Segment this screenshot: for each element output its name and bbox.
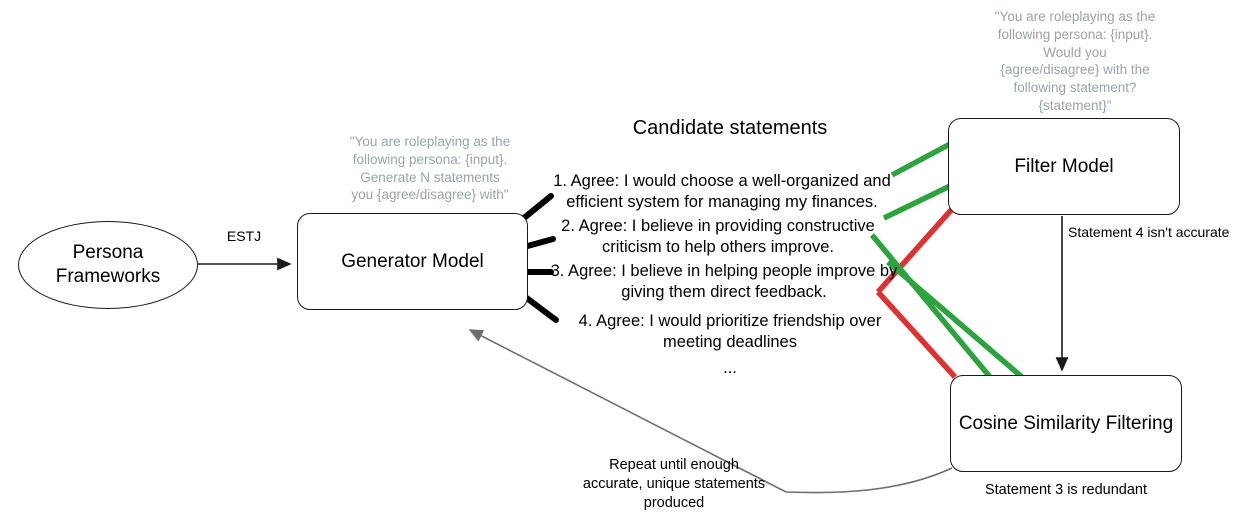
rejected-statement-links bbox=[875, 207, 958, 379]
candidate-statement-2: 2. Agree: I believe in providing constru… bbox=[561, 217, 875, 257]
green-link-4 bbox=[886, 259, 1024, 380]
edge-label-estj: ESTJ bbox=[226, 228, 262, 244]
feedback-loop-label: Repeat until enough accurate, unique sta… bbox=[582, 457, 766, 511]
spoke-statement-4 bbox=[521, 293, 559, 323]
node-persona-frameworks[interactable]: Persona Frameworks bbox=[18, 221, 198, 309]
green-link-1 bbox=[890, 141, 952, 178]
candidate-statement-4: 4. Agree: I would prioritize friendship … bbox=[578, 312, 882, 352]
node-generator-model[interactable]: Generator Model bbox=[297, 213, 528, 310]
red-link-to-cosine bbox=[875, 290, 958, 379]
candidate-statements-ellipsis: ... bbox=[723, 359, 737, 377]
spoke-statement-2 bbox=[521, 236, 556, 250]
generator-output-spokes bbox=[521, 193, 559, 323]
edge-feedback-loop bbox=[468, 329, 953, 494]
generator-prompt-text: "You are roleplaying as the following pe… bbox=[349, 134, 511, 203]
green-link-3 bbox=[869, 233, 993, 379]
node-generator-model-label: Generator Model bbox=[341, 250, 484, 272]
node-filter-model-label: Filter Model bbox=[1014, 155, 1114, 177]
node-persona-frameworks-label: Persona Frameworks bbox=[55, 242, 161, 287]
filter-prompt-text: "You are roleplaying as the following pe… bbox=[994, 9, 1156, 114]
node-filter-model[interactable]: Filter Model bbox=[948, 118, 1180, 215]
candidate-statement-3: 3. Agree: I believe in helping people im… bbox=[550, 262, 898, 302]
edge-label-statement-4-inaccurate: Statement 4 isn't accurate bbox=[1068, 224, 1230, 240]
accepted-to-cosine-links bbox=[869, 233, 1024, 380]
red-link-filter-out bbox=[875, 207, 955, 294]
accepted-statement-links bbox=[882, 141, 952, 221]
node-cosine-similarity-filtering[interactable]: Cosine Similarity Filtering bbox=[950, 375, 1182, 472]
node-cosine-similarity-filtering-label: Cosine Similarity Filtering bbox=[958, 412, 1174, 434]
candidate-statement-1: 1. Agree: I would choose a well-organize… bbox=[553, 172, 891, 212]
spoke-statement-1 bbox=[521, 193, 554, 221]
green-link-2 bbox=[882, 183, 952, 221]
caption-statement-3-redundant: Statement 3 is redundant bbox=[984, 482, 1148, 498]
candidate-statements-title: Candidate statements bbox=[632, 117, 828, 139]
